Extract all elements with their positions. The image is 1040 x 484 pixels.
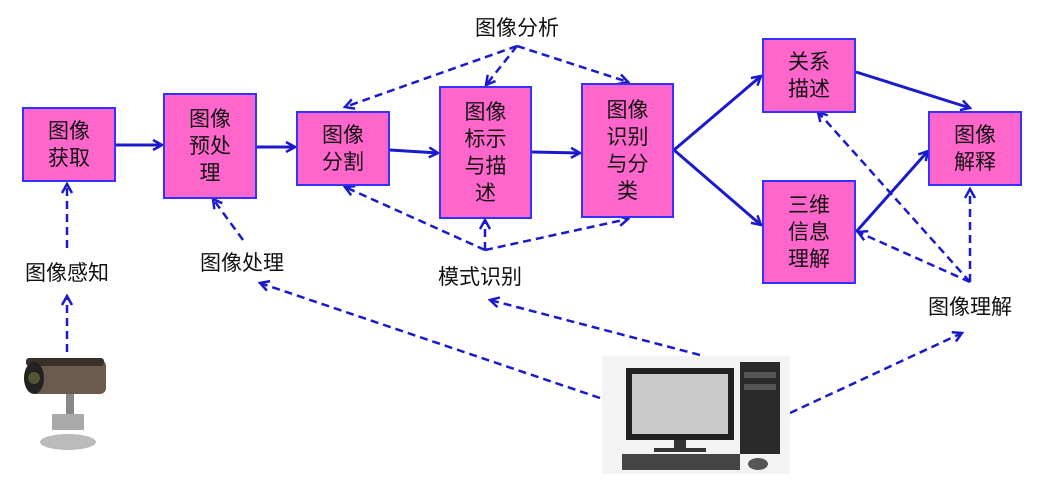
label-image-analysis: 图像分析	[475, 16, 559, 40]
label-image-perception: 图像感知	[25, 261, 109, 285]
label-pattern-recognition: 模式识别	[438, 265, 522, 289]
arrow-recognize-3d	[673, 148, 761, 225]
label-image-understanding: 图像理解	[928, 295, 1012, 319]
dashed-understanding-3d	[858, 232, 971, 284]
dashed-computer-processing	[260, 283, 601, 400]
box-3d-understanding: 三维 信息 理解	[762, 180, 856, 284]
dashed-analysis-segment	[345, 44, 518, 107]
dashed-pattern-recognize	[484, 219, 628, 252]
box-image-acquisition: 图像 获取	[22, 107, 116, 182]
arrow-3d-interpret	[854, 151, 928, 233]
box-image-segmentation: 图像 分割	[296, 111, 390, 186]
camera-image	[24, 358, 106, 450]
arrow-relation-interpret	[855, 70, 970, 108]
dashed-analysis-label	[486, 45, 518, 85]
box-image-labeling-description: 图像 标示 与描 述	[439, 86, 532, 219]
computer-image	[602, 356, 790, 474]
box-image-interpretation: 图像 解释	[928, 111, 1022, 186]
box-image-recognition-classification: 图像 识别 与分 类	[581, 83, 674, 218]
arrow-label-recognize	[531, 152, 580, 153]
arrow-segment-label	[389, 150, 438, 153]
dashed-computer-understanding	[789, 333, 962, 415]
box-image-preprocessing: 图像 预处 理	[163, 93, 257, 199]
arrow-recognize-relation	[673, 76, 761, 152]
dashed-analysis-recognize	[516, 44, 628, 82]
dashed-processing-preprocess	[213, 199, 245, 241]
box-relation-description: 关系 描述	[762, 38, 856, 113]
dashed-computer-pattern	[490, 300, 701, 357]
label-image-processing: 图像处理	[200, 251, 284, 275]
